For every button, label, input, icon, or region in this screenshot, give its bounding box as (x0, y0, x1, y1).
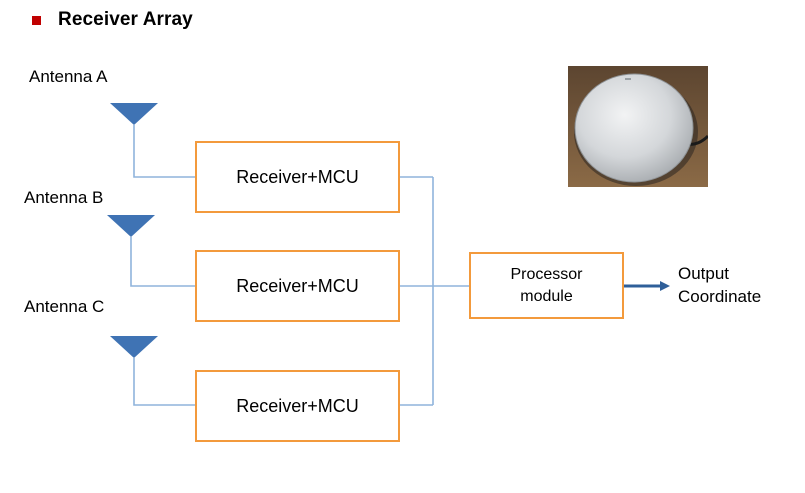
output-arrow-head (660, 281, 670, 291)
output-label-line2: Coordinate (678, 286, 762, 306)
output-label-line1: Output (678, 264, 730, 283)
slide-title-row: Receiver Array (32, 8, 193, 32)
slide-title: Receiver Array (58, 9, 193, 30)
processor-module-box: Processor module (469, 252, 624, 319)
receiver-device-photo (568, 66, 708, 187)
antenna-a-label: Antenna A (29, 67, 108, 86)
receiver-mcu-box-1: Receiver+MCU (195, 141, 400, 213)
antenna-b-icon (107, 215, 155, 237)
antenna-a-wire (133, 125, 195, 178)
receiver-device-image (568, 66, 708, 187)
output-coordinate-label: Output Coordinate (678, 263, 761, 309)
antenna-b-label: Antenna B (24, 188, 104, 207)
receiver-mcu-label: Receiver+MCU (236, 395, 359, 416)
antenna-c-label: Antenna C (24, 297, 105, 316)
antenna-c-icon (110, 336, 158, 358)
bullet-square-icon (32, 15, 41, 25)
antenna-c-wire (133, 358, 195, 406)
antenna-b-wire (130, 237, 195, 287)
antenna-a-icon (110, 103, 158, 125)
receiver-mcu-label: Receiver+MCU (236, 166, 359, 187)
receiver-mcu-box-3: Receiver+MCU (195, 370, 400, 442)
processor-label-line1: Processor (510, 265, 583, 283)
receiver-mcu-label: Receiver+MCU (236, 275, 359, 296)
processor-label-line2: module (520, 287, 573, 305)
receiver-mcu-box-2: Receiver+MCU (195, 250, 400, 322)
